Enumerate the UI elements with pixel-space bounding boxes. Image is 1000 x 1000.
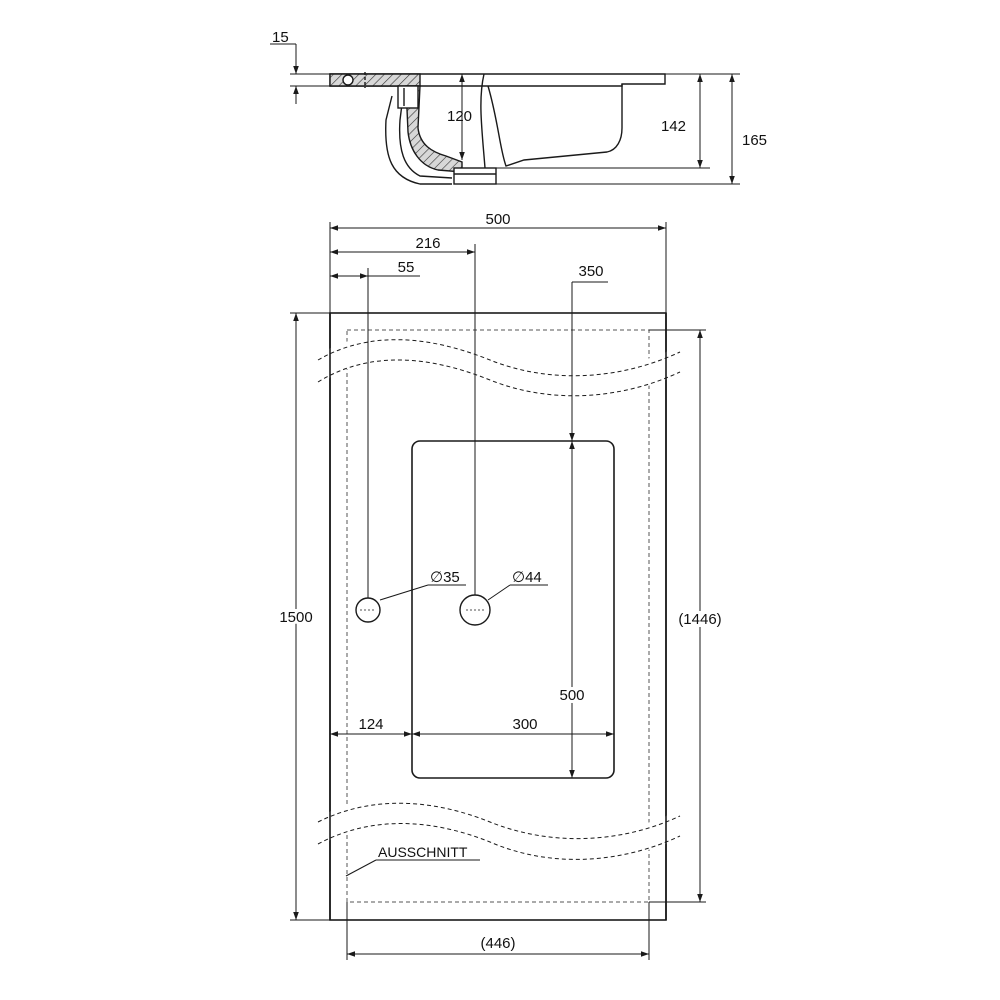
dim-length: 1500 — [279, 609, 312, 626]
side-section-view — [329, 72, 666, 185]
basin-outline — [480, 73, 623, 169]
drain-pipe — [385, 87, 453, 185]
dim-height-total: 165 — [742, 132, 767, 149]
drain-fitting — [453, 167, 497, 185]
hole-small-diameter: ∅35 — [430, 569, 460, 586]
dim-basin-width: 300 — [512, 716, 537, 733]
hole-large-value: 44 — [525, 569, 542, 586]
side-view-dimensions — [270, 43, 740, 185]
dim-inner-width: (446) — [480, 935, 515, 952]
break-line-top — [310, 334, 686, 397]
dim-basin-offset: 124 — [358, 716, 383, 733]
hole-large-diameter: ∅44 — [512, 569, 542, 586]
dim-width: 500 — [485, 211, 510, 228]
cutout-outline — [346, 329, 650, 903]
dim-tap-hole-pos: 216 — [415, 235, 440, 252]
dim-inner-length: (1446) — [678, 611, 721, 628]
hole-small-value: 35 — [443, 569, 460, 586]
dim-basin-length: 500 — [559, 687, 584, 704]
dim-basin-depth: 120 — [447, 108, 472, 125]
overflow-connector — [397, 85, 419, 109]
basin-cutout — [411, 440, 615, 779]
dim-basin-pos: 350 — [578, 263, 603, 280]
plan-view-dimensions — [290, 222, 706, 960]
dim-thickness: 15 — [272, 29, 289, 46]
plan-view — [310, 312, 686, 921]
dim-overflow-pos: 55 — [398, 259, 415, 276]
cutout-label: AUSSCHNITT — [378, 844, 468, 860]
basin-wall-section — [405, 85, 463, 173]
diameter-symbol-icon: ∅ — [512, 569, 525, 586]
break-line-bottom — [311, 797, 686, 861]
diameter-symbol-icon: ∅ — [430, 569, 443, 586]
dim-height-inner: 142 — [661, 118, 686, 135]
